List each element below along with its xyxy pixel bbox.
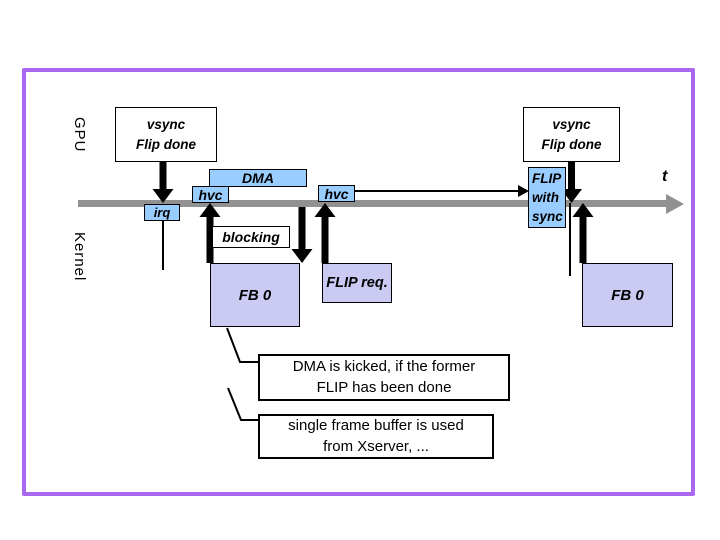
kernel-lane-label: Kernel bbox=[71, 232, 88, 282]
fb0-box-left: FB 0 bbox=[210, 263, 300, 327]
vsync-flip-done-box-left: vsync Flip done bbox=[115, 107, 217, 162]
gpu-lane-label: GPU bbox=[71, 117, 88, 153]
callout-dma-kicked: DMA is kicked, if the former FLIP has be… bbox=[258, 354, 510, 401]
hvc-box-left: hvc bbox=[192, 186, 229, 203]
blocking-box: blocking bbox=[212, 226, 290, 248]
fb0-box-right: FB 0 bbox=[582, 263, 673, 327]
irq-box: irq bbox=[144, 204, 180, 221]
vsync-flip-done-box-right: vsync Flip done bbox=[523, 107, 620, 162]
dma-box: DMA bbox=[209, 169, 307, 187]
callout-single-framebuffer: single frame buffer is used from Xserver… bbox=[258, 414, 494, 459]
time-axis-label: t bbox=[662, 168, 668, 185]
hvc-box-right: hvc bbox=[318, 185, 355, 202]
flip-req-box: FLIP req. bbox=[322, 263, 392, 303]
flip-with-sync-box: FLIP with sync bbox=[528, 167, 566, 228]
